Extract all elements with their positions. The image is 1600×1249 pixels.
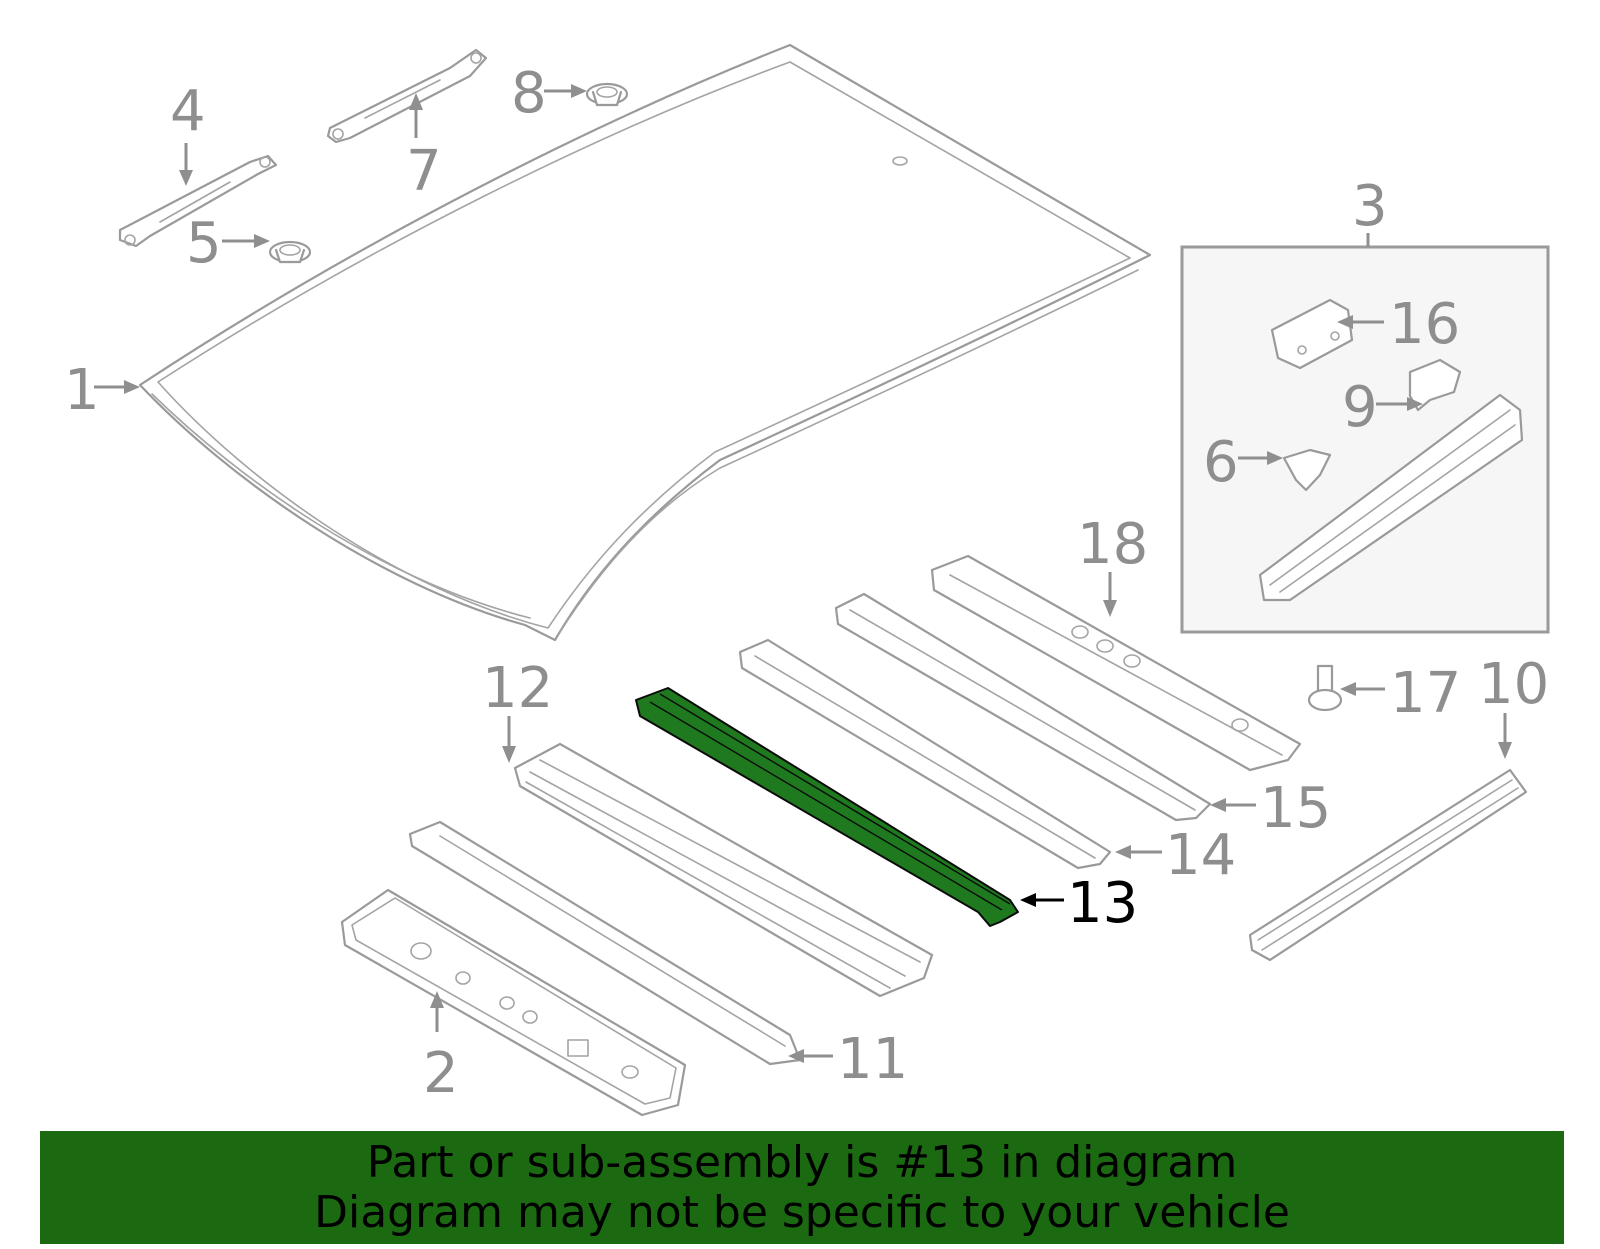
callout-14: 14 <box>1165 823 1236 888</box>
callout-12: 12 <box>482 656 553 721</box>
part-4-bracket[interactable] <box>118 154 278 248</box>
part-info-banner: Part or sub-assembly is #13 in diagram D… <box>40 1131 1564 1244</box>
callout-10: 10 <box>1478 652 1549 717</box>
part-11-roof-bow[interactable] <box>408 820 802 1066</box>
callout-7: 7 <box>406 139 442 204</box>
part-14-roof-bow[interactable] <box>738 638 1112 870</box>
part-10-side-rail[interactable] <box>1248 768 1528 962</box>
callout-5: 5 <box>186 211 222 276</box>
part-2-front-header[interactable] <box>340 888 687 1117</box>
part-3-inset-assembly[interactable] <box>1180 245 1550 634</box>
part-17-bolt[interactable] <box>1307 664 1343 712</box>
callout-8: 8 <box>511 61 547 126</box>
part-7-bracket[interactable] <box>326 48 488 144</box>
callout-4: 4 <box>170 79 206 144</box>
part-8-grommet[interactable] <box>585 82 629 107</box>
part-15-roof-bow[interactable] <box>834 592 1212 822</box>
callout-arrows <box>94 84 1512 1063</box>
part-16-gusset[interactable] <box>1270 298 1354 370</box>
callout-16: 16 <box>1389 292 1460 357</box>
part-1-roof-panel[interactable] <box>138 43 1152 642</box>
banner-line-part-number: Part or sub-assembly is #13 in diagram <box>366 1136 1238 1188</box>
part-13-roof-bow-highlighted[interactable] <box>635 687 1019 927</box>
callout-6: 6 <box>1203 430 1239 495</box>
callout-11: 11 <box>837 1027 908 1092</box>
part-12-roof-bow[interactable] <box>513 742 934 998</box>
callout-2: 2 <box>423 1041 459 1106</box>
part-18-rear-header[interactable] <box>930 554 1302 772</box>
callout-1: 1 <box>64 358 100 423</box>
part-3-rail-reinforcement[interactable] <box>1258 393 1524 602</box>
callout-15: 15 <box>1260 776 1331 841</box>
banner-line-disclaimer: Diagram may not be specific to your vehi… <box>314 1186 1290 1238</box>
callout-3: 3 <box>1352 174 1388 239</box>
part-6-bracket[interactable] <box>1282 448 1332 492</box>
part-9-bracket[interactable] <box>1408 358 1462 412</box>
callout-9: 9 <box>1342 375 1378 440</box>
callout-17: 17 <box>1390 661 1461 726</box>
callout-18: 18 <box>1077 512 1148 577</box>
callout-labels: 1 4 5 7 8 2 3 16 9 6 18 17 10 15 14 13 1… <box>64 61 1549 1106</box>
part-5-grommet[interactable] <box>268 240 312 264</box>
callout-13: 13 <box>1067 871 1138 936</box>
